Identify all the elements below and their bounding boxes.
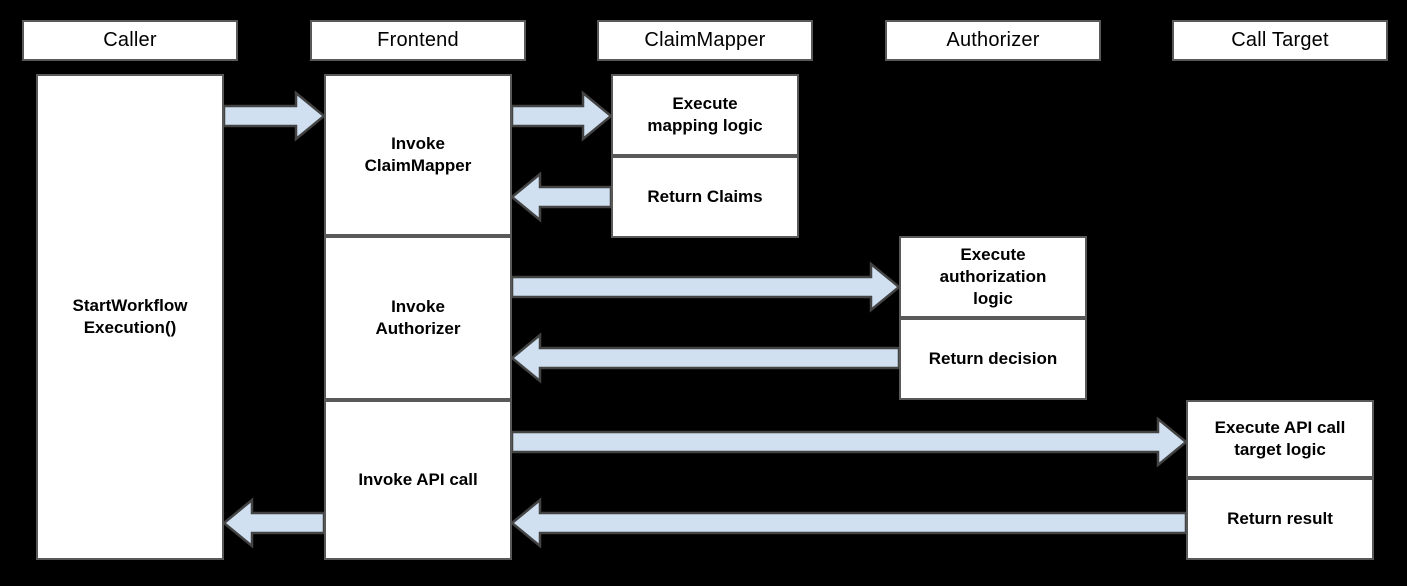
arrow-shape [510, 171, 613, 223]
lane-header-caller: Caller [22, 20, 238, 61]
activation-return-decision: Return decision [899, 318, 1087, 400]
activation-invoke-api-call: Invoke API call [324, 400, 512, 560]
arrow-frontend-to-claimmapper [510, 90, 613, 142]
arrow-shape [222, 497, 326, 549]
arrow-claimmapper-to-frontend [510, 171, 613, 223]
arrow-shape [222, 90, 326, 142]
arrow-shape [510, 332, 901, 384]
lane-header-frontend: Frontend [310, 20, 526, 61]
lane-header-calltarget: Call Target [1172, 20, 1388, 61]
arrow-calltarget-to-frontend [510, 497, 1188, 549]
arrow-shape [510, 416, 1188, 468]
lane-header-label: Caller [103, 29, 157, 51]
activation-label: Return Claims [647, 187, 763, 207]
lane-header-claimmapper: ClaimMapper [597, 20, 813, 61]
activation-label: Invoke API call [358, 470, 478, 490]
arrow-authorizer-to-frontend [510, 332, 901, 384]
lane-header-label: Call Target [1231, 29, 1329, 51]
arrow-shape [510, 497, 1188, 549]
activation-return-claims: Return Claims [611, 156, 799, 238]
arrow-shape [510, 261, 901, 313]
activation-label: Return decision [928, 349, 1058, 369]
arrow-frontend-to-authorizer [510, 261, 901, 313]
arrow-caller-to-frontend [222, 90, 326, 142]
arrow-frontend-to-calltarget [510, 416, 1188, 468]
lane-header-label: ClaimMapper [644, 29, 766, 51]
lane-header-label: Authorizer [946, 29, 1040, 51]
arrow-frontend-to-caller [222, 497, 326, 549]
lane-header-label: Frontend [377, 29, 459, 51]
activation-label: Return result [1227, 509, 1333, 529]
activation-return-result: Return result [1186, 478, 1374, 560]
lane-header-authorizer: Authorizer [885, 20, 1101, 61]
arrow-shape [510, 90, 613, 142]
